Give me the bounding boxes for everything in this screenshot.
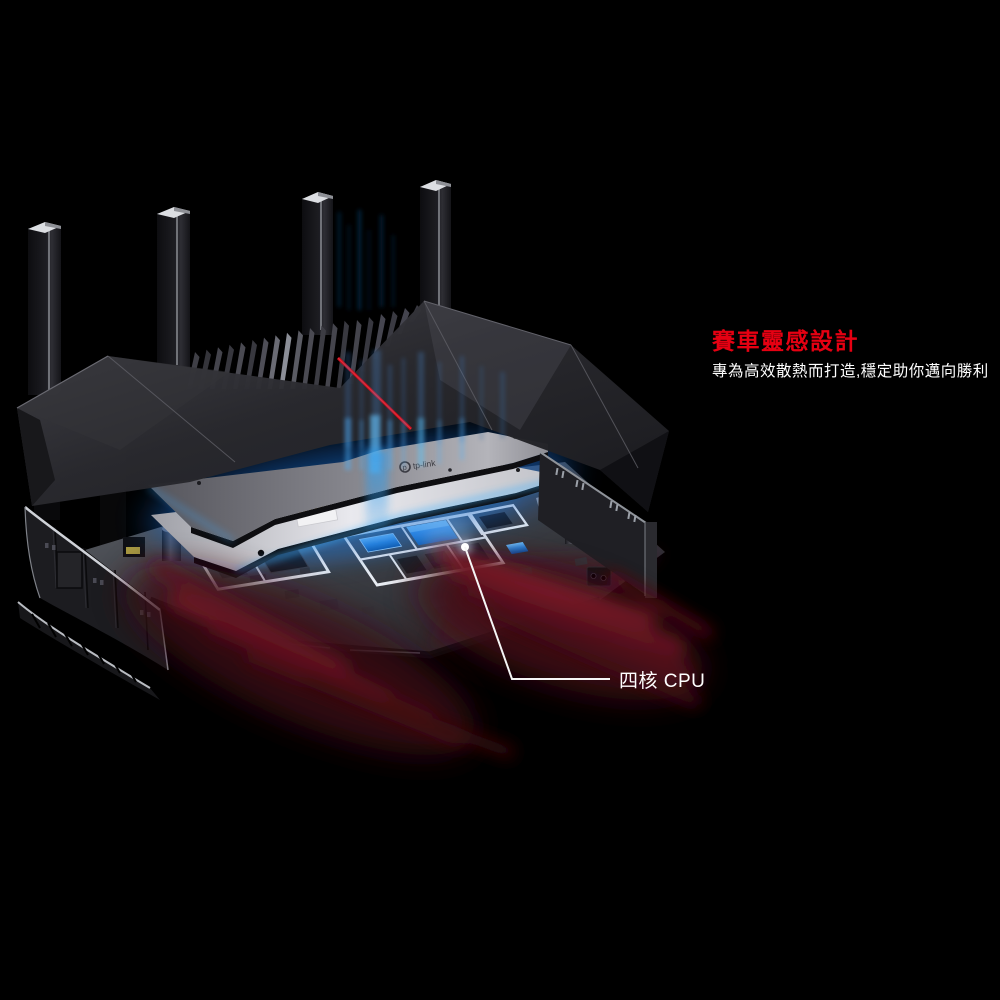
antenna-1 xyxy=(28,222,61,395)
blue-light-rays xyxy=(345,350,505,550)
right-case-wall xyxy=(538,451,657,598)
wall-rim-highlight xyxy=(539,451,653,528)
headline: 賽車靈感設計 xyxy=(712,328,859,354)
wall-vents xyxy=(555,467,637,523)
cpu-callout-line xyxy=(464,546,610,680)
cpu-callout-label: 四核 CPU xyxy=(619,671,706,692)
antenna-2 xyxy=(157,207,190,370)
component-label xyxy=(126,547,140,554)
skirt-slats xyxy=(31,613,137,683)
cover-right-flap xyxy=(600,431,669,512)
antenna-3 xyxy=(302,192,333,335)
subheadline: 專為高效散熱而打造,穩定助你邁向勝利 xyxy=(712,363,989,380)
cpu-callout xyxy=(458,540,610,680)
sky-blue-streaks xyxy=(338,210,395,310)
skirt-rim-highlight xyxy=(17,601,151,689)
corner-post xyxy=(645,522,657,598)
cyan-rim-light xyxy=(235,480,552,573)
blue-chip xyxy=(506,542,529,555)
center-light-beam xyxy=(366,450,388,550)
top-cover xyxy=(16,300,669,512)
terminal-block xyxy=(586,566,612,587)
wall-recess xyxy=(56,551,83,589)
red-glow xyxy=(124,544,715,760)
antenna-4 xyxy=(420,180,451,310)
left-case-wall xyxy=(17,506,169,700)
